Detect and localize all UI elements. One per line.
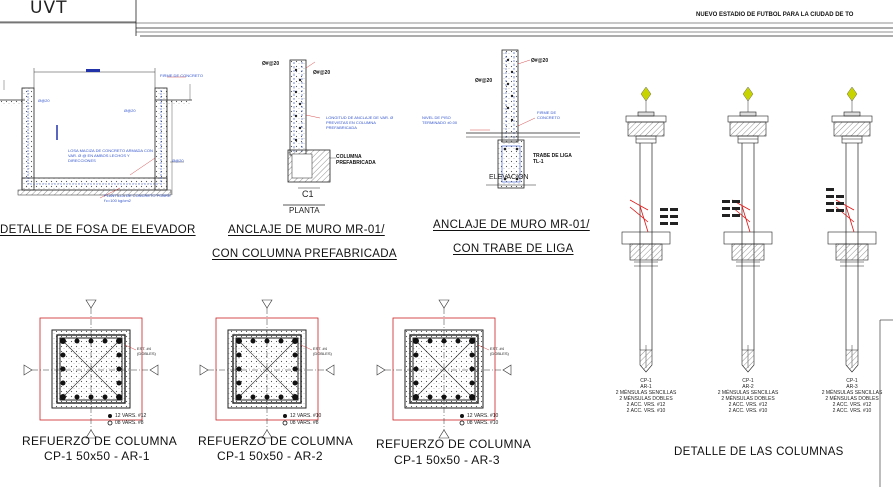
column-elevation-2 [722, 86, 773, 373]
elev-3-type: AR-3 [846, 384, 858, 390]
section-1-stirrup: EST. #4 (DOBLES) [137, 346, 156, 356]
elev-3-mark: CP-1 [846, 378, 858, 384]
section-2-subtitle: CP-1 50x50 - AR-2 [217, 449, 323, 463]
elev-3-note-4: 2 ACC. VRS. #10 [832, 408, 872, 414]
anchor-col-element: COLUMNA PREFABRICADA [336, 154, 376, 166]
column-section-1 [23, 299, 159, 439]
column-section-2 [199, 299, 335, 439]
elev-1-type: AR-1 [640, 384, 652, 390]
anchor-col-title-2: CON COLUMNA PREFABRICADA [212, 248, 397, 260]
elev-1-mark: CP-1 [640, 378, 652, 384]
section-1-bars-b: 08 VARS. #8 [115, 420, 144, 426]
wall-anchor-beam-detail [466, 49, 580, 189]
column-details-title: DETALLE DE LAS COLUMNAS [674, 446, 844, 458]
elev-3-note-1: 2 MÉNSULAS SENCILLAS [821, 390, 883, 396]
anchor-col-view-label: PLANTA [289, 206, 320, 215]
anchor-col-rebar-top: Ø#@20 [262, 61, 280, 67]
anchor-beam-element: TRABE DE LIGA TL-1 [533, 153, 572, 165]
section-1-subtitle: CP-1 50x50 - AR-1 [44, 449, 150, 463]
elev-2-note-4: 2 ACC. VRS. #10 [728, 408, 768, 414]
section-1-title: REFUERZO DE COLUMNA [22, 434, 178, 448]
column-elevation-1 [621, 86, 678, 373]
section-3-title: REFUERZO DE COLUMNA [376, 437, 532, 451]
title-block-frame [0, 0, 893, 37]
elevator-pit-detail [0, 68, 192, 199]
column-elevation-3 [826, 86, 877, 373]
section-2-bars-b: 08 VARS. #8 [290, 420, 319, 426]
pit-note-firm: FIRME DE CONCRETO [160, 73, 204, 78]
section-2-stirrup: EST. #4 (DOBLES) [313, 346, 332, 356]
section-3-stirrup: EST. #4 (DOBLES) [490, 346, 509, 356]
pit-rebar-label-3: Ø@20 [172, 158, 184, 163]
anchor-beam-title-1: ANCLAJE DE MURO MR-01/ [433, 219, 590, 231]
elev-2-mark: CP-1 [742, 378, 754, 384]
anchor-col-title-1: ANCLAJE DE MURO MR-01/ [228, 224, 385, 236]
elev-2-note-2: 2 MÉNSULAS DOBLES [721, 396, 775, 402]
section-1-bars-a: 12 VARS. #12 [115, 413, 147, 419]
company-logo: UVT [30, 0, 68, 18]
section-3-bars-b: 08 VARS. #10 [467, 420, 499, 426]
project-name: NUEVO ESTADIO DE FUTBOL PARA LA CIUDAD D… [696, 12, 854, 18]
elevator-pit-title: DETALLE DE FOSA DE ELEVADOR [0, 224, 196, 236]
wall-anchor-column-detail [283, 59, 336, 206]
elev-1-note-4: 2 ACC. VRS. #10 [626, 408, 666, 414]
section-3-bars-a: 12 VARS. #10 [467, 413, 499, 419]
pit-note-base: PLANTILLA DE CONCRETO POBRE f'c=100 kg/c… [104, 193, 171, 203]
anchor-beam-view-label: ELEVACION [489, 174, 529, 181]
pit-note-slab: LOSA MACIZA DE CONCRETO ARMADA CON VAR. … [68, 148, 153, 163]
elev-1-notes: CP-1 AR-1 2 MÉNSULAS SENCILLAS 2 MÉNSULA… [614, 378, 678, 414]
elev-2-type: AR-2 [742, 384, 754, 390]
anchor-col-view-mark: C1 [302, 189, 314, 199]
anchor-beam-note-left: NIVEL DE PISO TERMINADO ±0.00 [422, 115, 458, 125]
elev-2-note-1: 2 MÉNSULAS SENCILLAS [717, 390, 779, 396]
elev-3-notes: CP-1 AR-3 2 MÉNSULAS SENCILLAS 2 MÉNSULA… [820, 378, 884, 414]
elev-2-notes: CP-1 AR-2 2 MÉNSULAS SENCILLAS 2 MÉNSULA… [716, 378, 780, 414]
anchor-col-note: LONGITUD DE ANCLAJE DE VAR. Ø PREVISTAS … [326, 115, 394, 130]
elev-1-note-2: 2 MÉNSULAS DOBLES [619, 396, 673, 402]
pit-rebar-label-2: Ø@20 [124, 108, 136, 113]
elev-2-note-3: 2 ACC. VRS. #12 [728, 402, 768, 408]
anchor-beam-rebar-top: Ø#@20 [475, 78, 493, 84]
section-3-subtitle: CP-1 50x50 - AR-3 [394, 453, 500, 467]
anchor-col-rebar-side: Ø#@20 [313, 70, 331, 76]
pit-rebar-label: Ø@20 [38, 98, 50, 103]
anchor-beam-title-2: CON TRABE DE LIGA [453, 243, 574, 255]
elev-1-note-1: 2 MÉNSULAS SENCILLAS [615, 390, 677, 396]
elev-3-note-3: 2 ACC. VRS. #12 [832, 402, 872, 408]
section-2-title: REFUERZO DE COLUMNA [198, 434, 354, 448]
anchor-beam-rebar-side: Ø#@20 [531, 58, 549, 64]
elev-3-note-2: 2 MÉNSULAS DOBLES [825, 396, 879, 402]
column-section-3 [376, 299, 512, 439]
anchor-beam-note-right: FIRME DE CONCRETO [537, 110, 560, 120]
elev-1-note-3: 2 ACC. VRS. #12 [626, 402, 666, 408]
section-2-bars-a: 12 VARS. #10 [290, 413, 322, 419]
